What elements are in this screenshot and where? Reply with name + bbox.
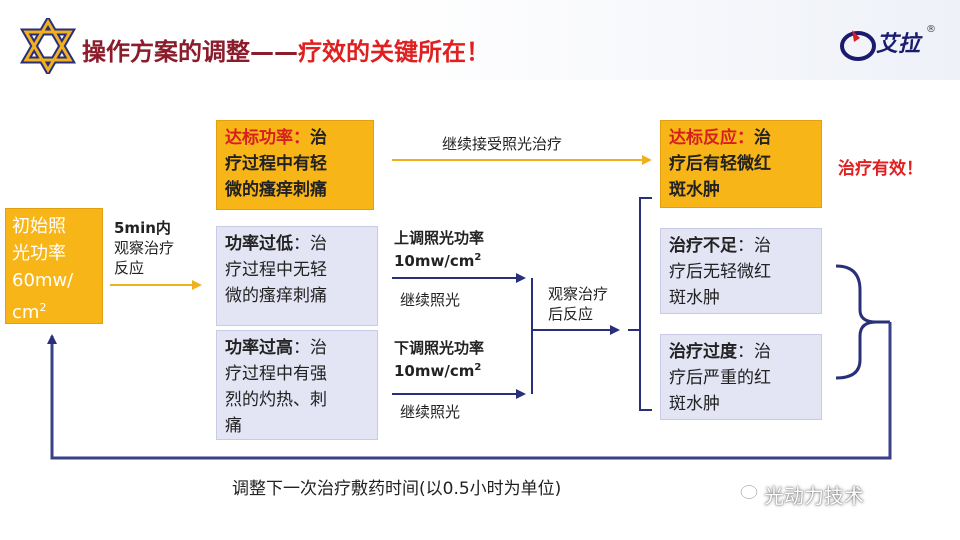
standard-reaction-text2: 疗后有轻微红 [669, 154, 771, 174]
insufficient-box: 治疗不足：治 疗后无轻微红 斑水肿 [660, 228, 822, 314]
standard-reaction-text1: 治 [754, 128, 771, 148]
watermark-text: 光动力技术 [764, 484, 864, 508]
page-title: 操作方案的调整——疗效的关键所在！ [82, 32, 490, 67]
low-power-text1: ：治 [293, 234, 327, 254]
observe-line1: 5min内 [114, 219, 171, 237]
continue-label: 继续接受照光治疗 [442, 135, 563, 153]
low-power-text3: 微的瘙痒刺痛 [225, 286, 327, 306]
low-power-box: 功率过低：治 疗过程中无轻 微的瘙痒刺痛 [216, 226, 378, 326]
excessive-key: 治疗过度 [669, 342, 737, 362]
initial-power-box: 初始照 光功率 60mw/ cm2 [5, 208, 103, 324]
low-power-text2: 疗过程中无轻 [225, 260, 327, 280]
title-bar [0, 0, 960, 80]
brand-logo-icon [840, 30, 876, 61]
effective-label: 治疗有效！ [838, 159, 923, 179]
raise-line1: 上调照光功率 [394, 229, 485, 247]
raise-power-label: 上调照光功率 10mw/cm2 [394, 228, 484, 271]
insufficient-text3: 斑水肿 [669, 288, 720, 308]
high-power-text1: ：治 [293, 338, 327, 358]
standard-power-text3: 微的瘙痒刺痛 [225, 180, 327, 200]
standard-power-key: 达标功率： [225, 128, 310, 148]
standard-power-text2: 疗过程中有轻 [225, 154, 327, 174]
bottom-note: 调整下一次治疗敷药时间(以0.5小时为单位) [232, 479, 562, 499]
star-of-david-logo-icon [20, 18, 76, 74]
title-main: 操作方案的调整 [82, 38, 250, 66]
observe-after-line1: 观察治疗 [548, 285, 609, 303]
observe-after-label: 观察治疗 后反应 [548, 284, 608, 324]
excessive-text2: 疗后严重的红 [669, 368, 771, 388]
excessive-text1: ：治 [737, 342, 771, 362]
observe-label: 5min内 观察治疗 反应 [114, 218, 174, 278]
title-accent: 疗效的关键所在！ [298, 38, 490, 66]
observe-line2: 观察治疗 [114, 239, 175, 257]
excessive-text3: 斑水肿 [669, 394, 720, 414]
high-power-text2: 疗过程中有强 [225, 364, 327, 384]
high-power-text4: 痛 [225, 416, 242, 436]
initial-line2: 光功率 [12, 243, 66, 264]
brand-logo: 艾拉 ® [838, 24, 938, 64]
raise-continue-label: 继续照光 [400, 291, 461, 309]
initial-line4: cm2 [12, 294, 96, 326]
logo-registered: ® [926, 24, 936, 35]
high-power-key: 功率过高 [225, 338, 293, 358]
standard-reaction-key: 达标反应： [669, 128, 754, 148]
standard-reaction-box: 达标反应：治 疗后有轻微红 斑水肿 [660, 120, 822, 208]
lower-line1: 下调照光功率 [394, 339, 485, 357]
low-power-key: 功率过低 [225, 234, 293, 254]
initial-unit: cm [12, 302, 40, 323]
initial-line3: 60mw/ [12, 270, 74, 291]
observe-after-line2: 后反应 [548, 305, 594, 323]
title-dash: —— [250, 38, 298, 66]
wechat-icon [740, 484, 762, 503]
insufficient-text1: ：治 [737, 236, 771, 256]
excessive-box: 治疗过度：治 疗后严重的红 斑水肿 [660, 334, 822, 420]
lower-line2: 10mw/cm2 [394, 362, 482, 380]
standard-power-box: 达标功率：治 疗过程中有轻 微的瘙痒刺痛 [216, 120, 374, 210]
raise-line2: 10mw/cm2 [394, 252, 482, 270]
insufficient-key: 治疗不足 [669, 236, 737, 256]
logo-text: 艾拉 [876, 32, 921, 57]
high-power-text3: 烈的灼热、刺 [225, 390, 327, 410]
initial-sup: 2 [39, 301, 47, 314]
high-power-box: 功率过高：治 疗过程中有强 烈的灼热、刺 痛 [216, 330, 378, 440]
standard-reaction-text3: 斑水肿 [669, 180, 720, 200]
initial-line1: 初始照 [12, 216, 66, 237]
standard-power-text1: 治 [310, 128, 327, 148]
lower-continue-label: 继续照光 [400, 403, 461, 421]
observe-line3: 反应 [114, 259, 145, 277]
lower-power-label: 下调照光功率 10mw/cm2 [394, 338, 484, 381]
insufficient-text2: 疗后无轻微红 [669, 262, 771, 282]
